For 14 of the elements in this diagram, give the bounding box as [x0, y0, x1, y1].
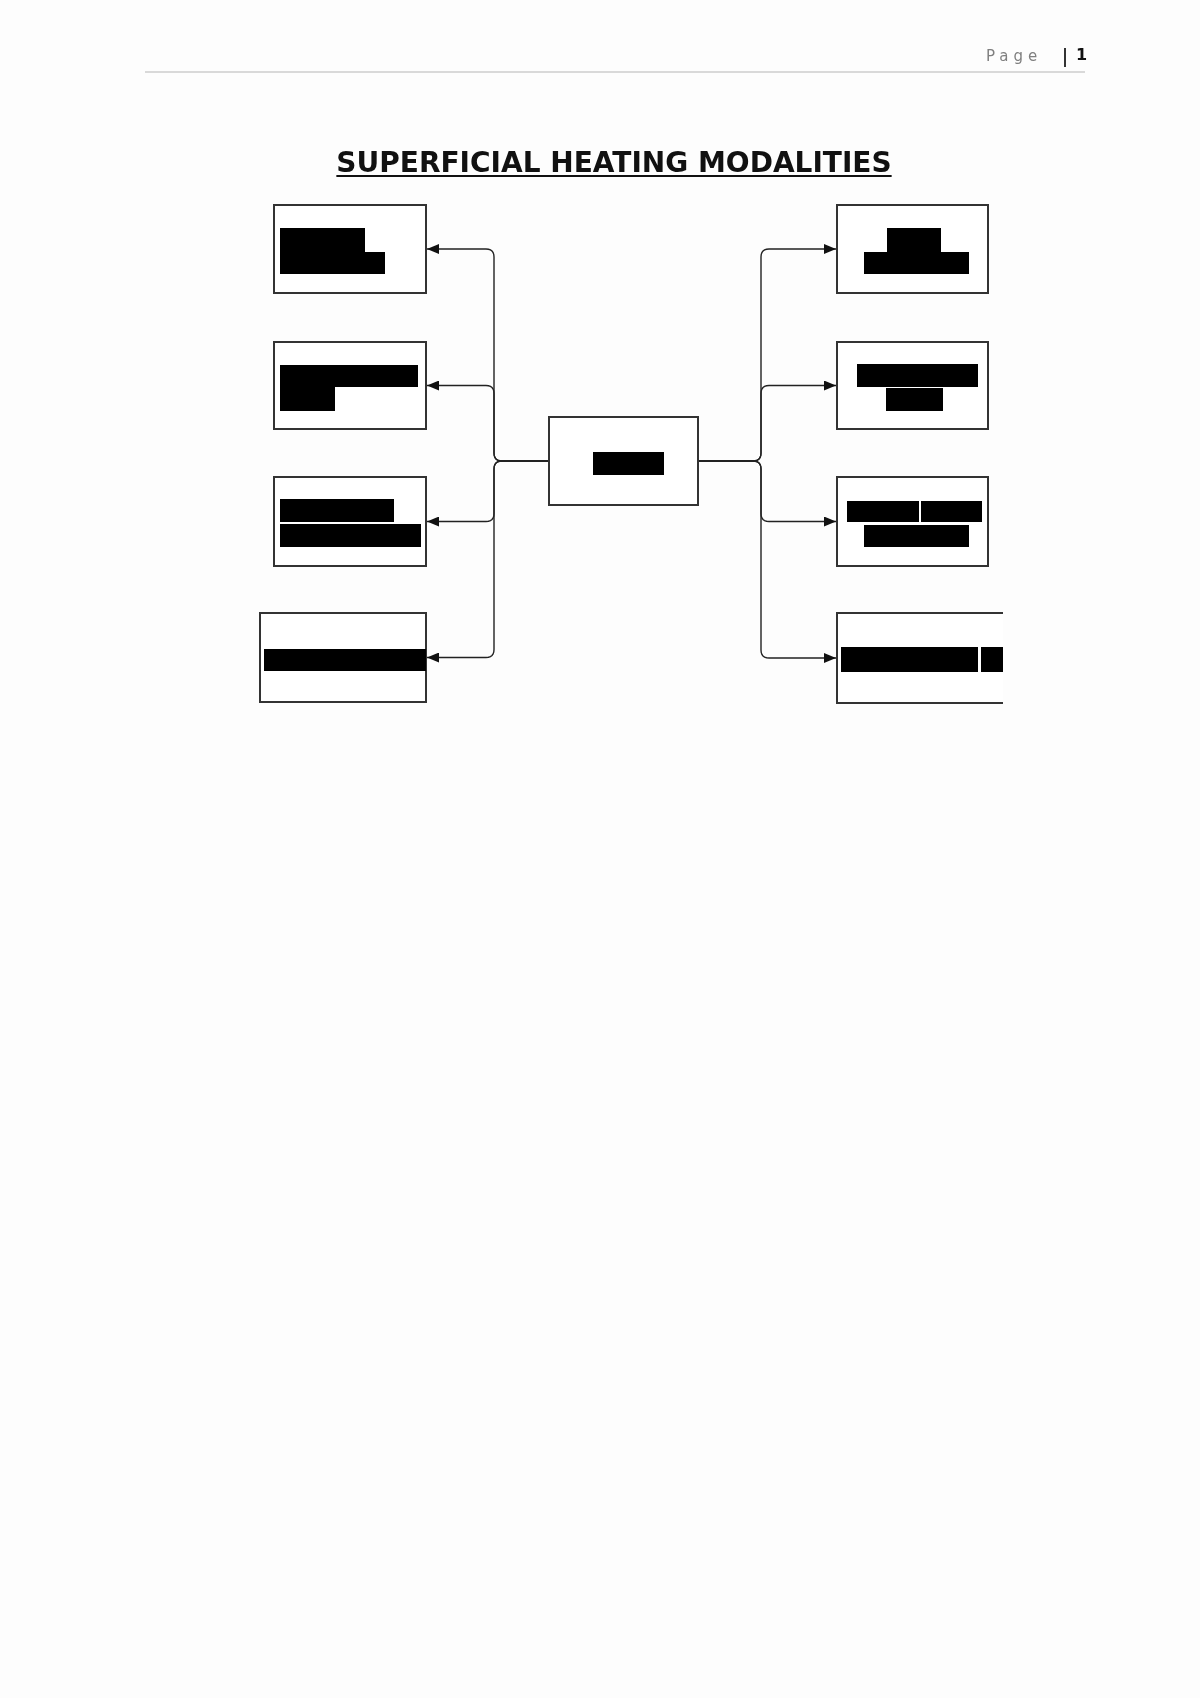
page-number: 1: [1076, 45, 1088, 65]
process-box: [548, 416, 699, 506]
arrow: [426, 460, 549, 663]
process-box: [273, 341, 427, 430]
diagram-title: SUPERFICIAL HEATING MODALITIES: [336, 146, 892, 179]
process-box: [836, 204, 989, 294]
process-box: [836, 341, 989, 430]
process-box: [259, 612, 427, 703]
process-box: [273, 476, 427, 567]
page-label: Page: [986, 46, 1043, 66]
arrow: [698, 460, 837, 663]
process-box: [836, 476, 989, 567]
process-box: [273, 204, 427, 294]
process-box: [836, 612, 1003, 704]
